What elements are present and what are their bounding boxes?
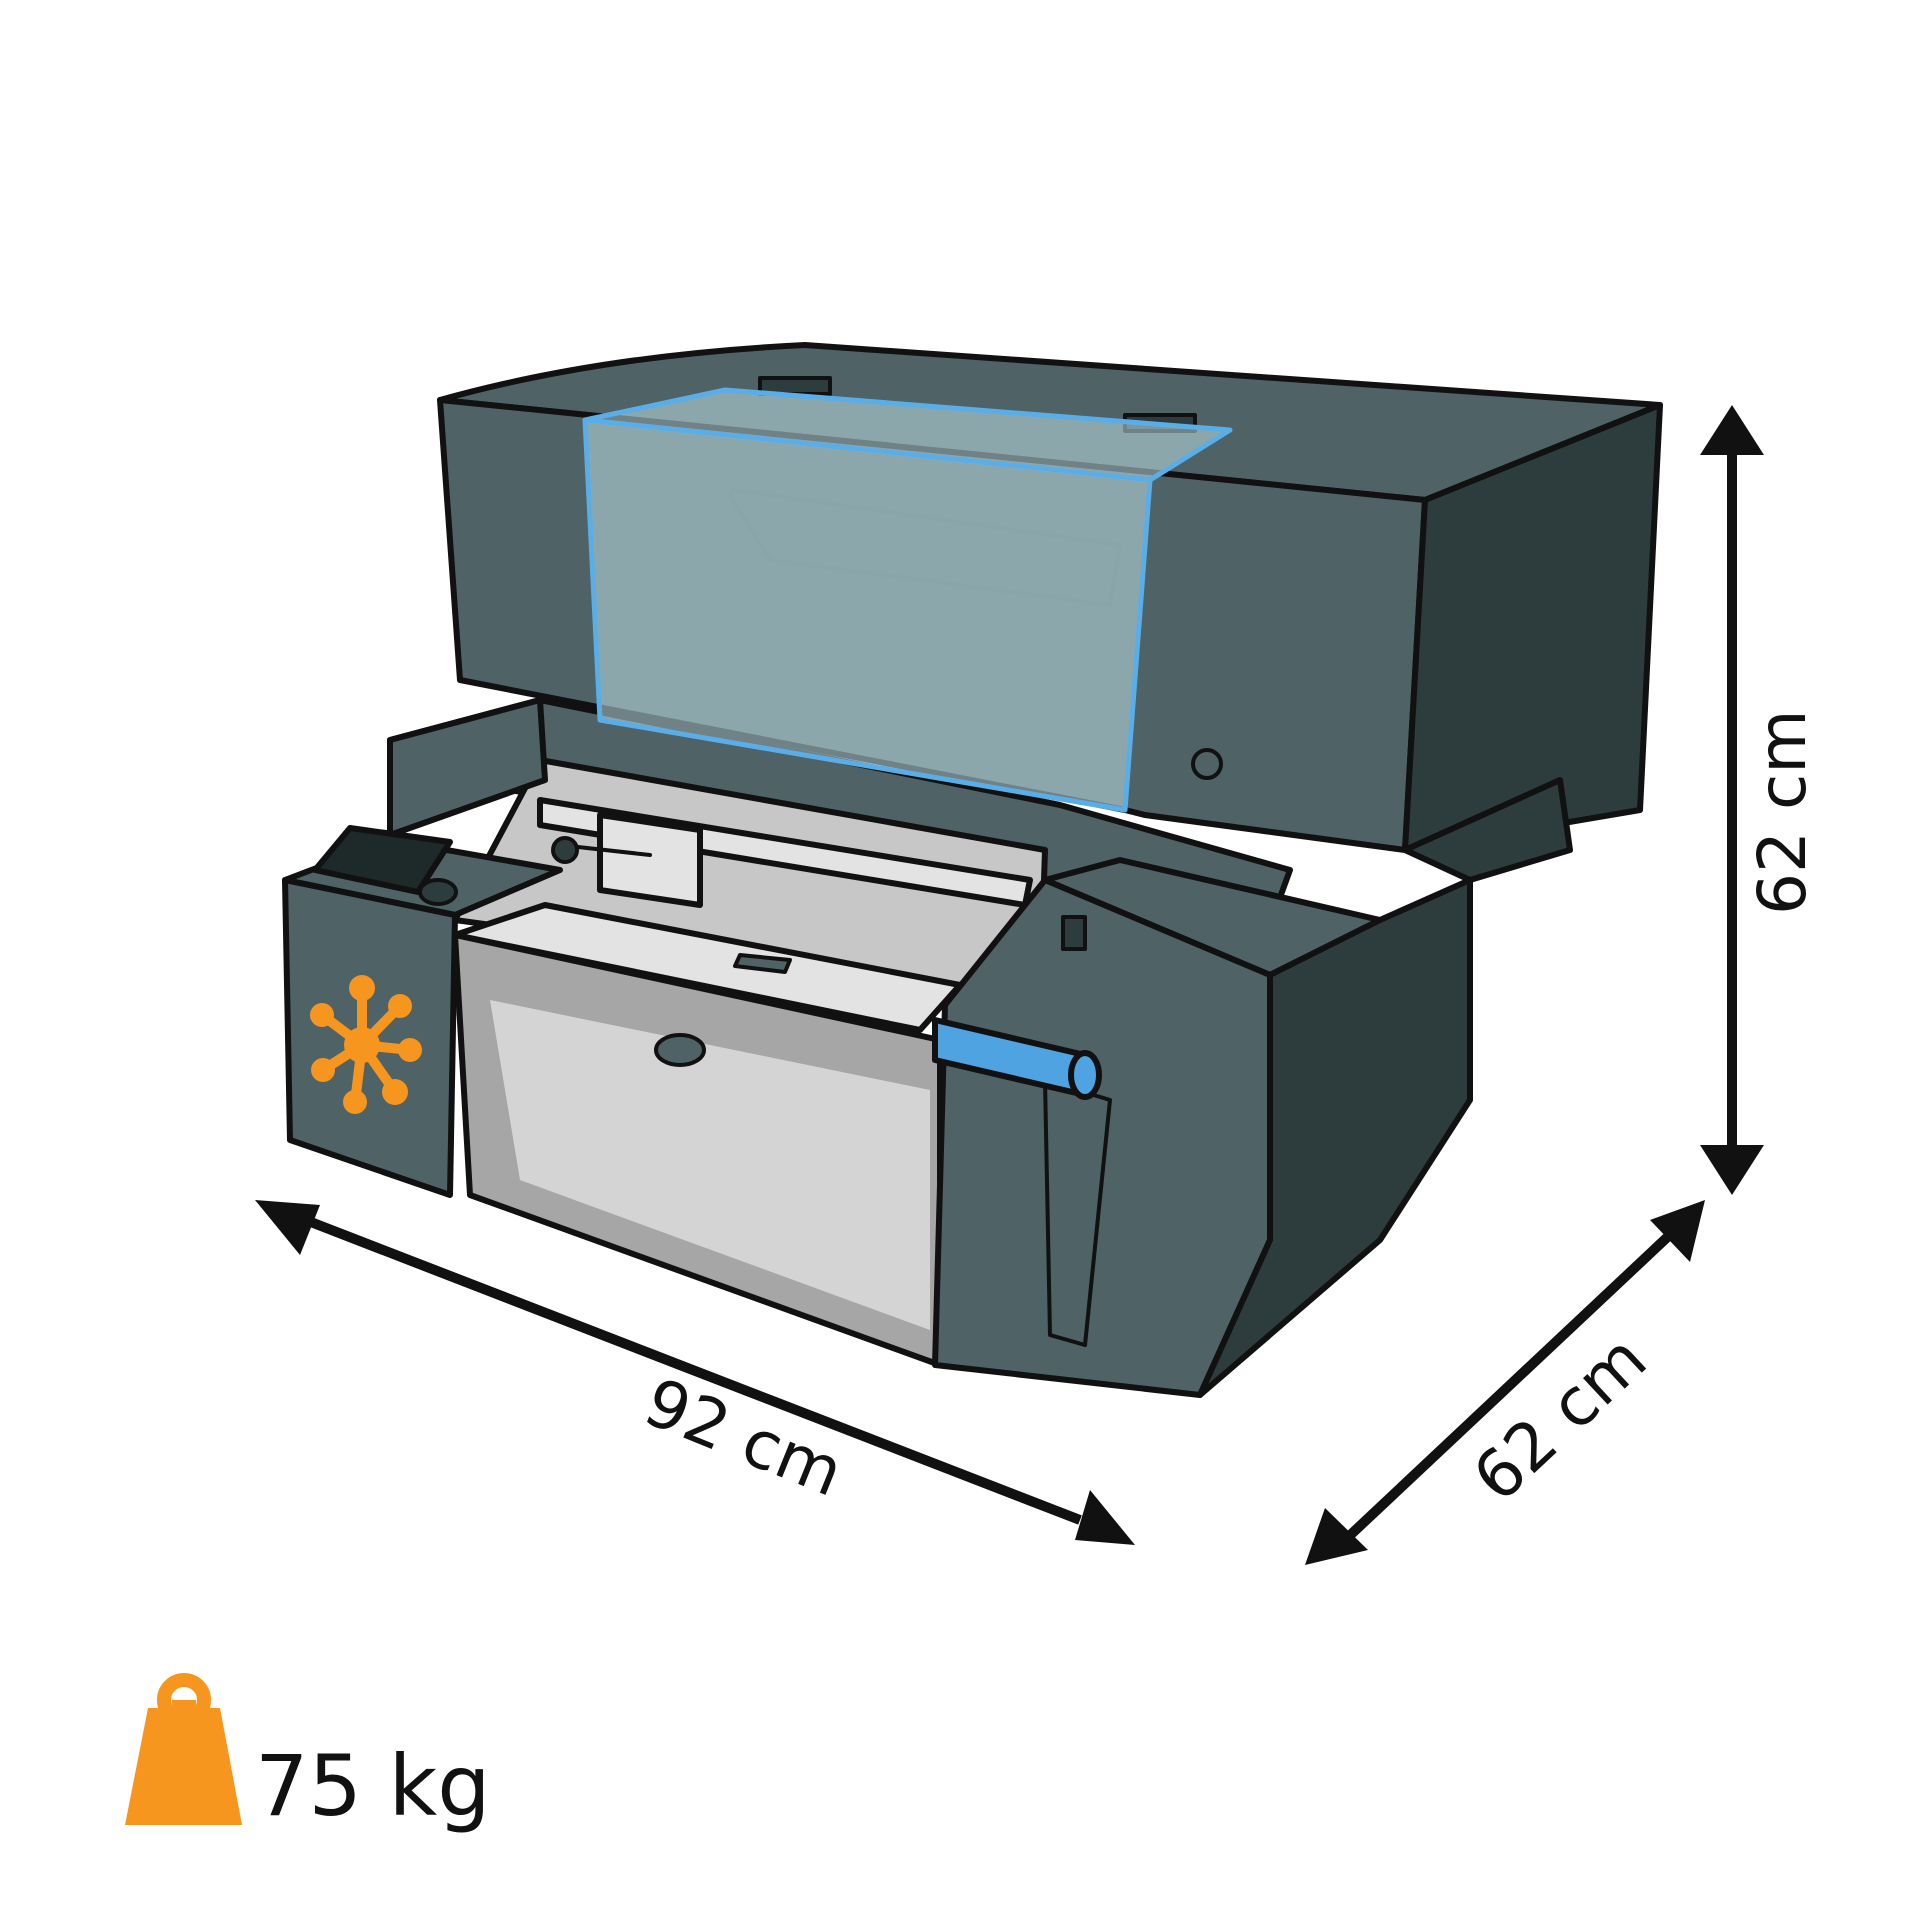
side-switch [1061, 915, 1087, 951]
weight-label: 75 kg [255, 1737, 491, 1835]
depth-label: 62 cm [1458, 1320, 1661, 1516]
control-knob [418, 878, 458, 906]
indicator-button [1191, 748, 1223, 780]
film-roller-end [1068, 1050, 1102, 1100]
width-arrow-line [283, 1207, 1082, 1525]
brand-logo-icon [310, 975, 422, 1114]
height-label: 62 cm [1744, 709, 1821, 915]
weight-indicator: 75 kg [125, 1673, 491, 1835]
width-arrow-head-right [1075, 1490, 1135, 1545]
lid-inner-frame [727, 487, 1123, 608]
height-arrow-head-top [1700, 405, 1764, 455]
uv-printer-illustration [282, 342, 1663, 1398]
right-body-side [1197, 877, 1473, 1398]
upper-housing-side [1402, 402, 1663, 853]
control-panel-upper-block [387, 697, 548, 838]
transparent-lid-front [582, 417, 1153, 813]
depth-arrow-head-top [1650, 1200, 1705, 1262]
height-arrow-head-bottom [1700, 1145, 1764, 1195]
tray-handle [654, 1033, 706, 1067]
width-arrow-head-left [255, 1200, 320, 1255]
touchscreen [312, 825, 453, 895]
upper-housing-underside [1402, 777, 1573, 883]
depth-arrow-head-bottom [1305, 1508, 1368, 1565]
front-tray-highlight [490, 1000, 930, 1330]
depth-arrow-line [1341, 1226, 1679, 1544]
print-head-carriage [597, 812, 703, 908]
carriage-knob [551, 836, 579, 864]
weight-icon [125, 1673, 242, 1825]
platform-slot [733, 953, 792, 974]
